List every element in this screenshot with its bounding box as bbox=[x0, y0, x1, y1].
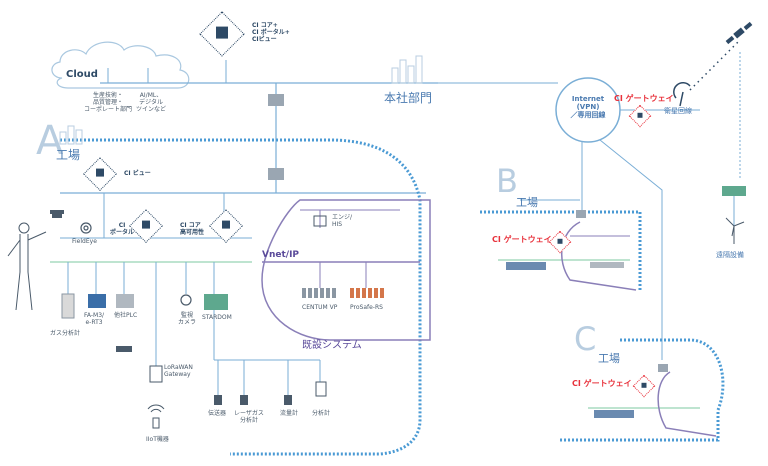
fam3-device bbox=[88, 294, 106, 308]
prosafe-label: ProSafe-RS bbox=[350, 304, 383, 311]
gateway-top-icon bbox=[637, 112, 643, 118]
fam3-label: FA-M3/ e-RT3 bbox=[84, 312, 105, 326]
ci-view-label: CI ビュー bbox=[124, 170, 151, 177]
flowmeter-device bbox=[284, 395, 292, 405]
plc-label: 他社PLC bbox=[114, 312, 138, 319]
laser-label: レーザガス 分析計 bbox=[234, 410, 264, 424]
drone-icon bbox=[50, 210, 64, 218]
ci-portal-label: CI ポータル bbox=[110, 222, 135, 236]
analyzer-device bbox=[315, 381, 327, 397]
factory-c-boundary bbox=[560, 338, 725, 442]
factory-b-boundary bbox=[480, 210, 642, 290]
prosafe-rs-device bbox=[350, 288, 384, 298]
factory-c-existing-shape bbox=[657, 371, 717, 437]
factory-a-letter: A bbox=[36, 118, 64, 164]
iiot-wireless-icon bbox=[147, 404, 165, 429]
cloud-title: Cloud bbox=[66, 69, 98, 80]
firewall-b bbox=[576, 210, 586, 218]
transmitter-label: 伝送器 bbox=[208, 410, 227, 417]
factory-a-building-icon bbox=[59, 125, 83, 145]
top-box-label: CI コア+ CI ポータル+ CIビュー bbox=[252, 22, 290, 43]
factory-b-existing-shape bbox=[561, 221, 637, 291]
existing-system-label: 既設システム bbox=[302, 340, 362, 351]
factory-c-devices bbox=[594, 410, 634, 418]
robot-operator-icon bbox=[7, 222, 47, 311]
cloud-right-label: AI/ML、 デジタル ツインなど bbox=[136, 92, 167, 113]
internet-label: Internet (VPN) ／専用回線 bbox=[570, 95, 606, 119]
ci-core-ha-label: CI コア 高可用性 bbox=[180, 222, 205, 236]
iiot-label: IIoT機器 bbox=[146, 436, 169, 443]
ci-core-ha-icon bbox=[222, 220, 230, 229]
factory-b-suffix: 工場 bbox=[516, 196, 538, 209]
hq-building-icon bbox=[391, 55, 423, 84]
laser-gas-device bbox=[240, 395, 248, 405]
factory-a-suffix: 工場 bbox=[56, 148, 81, 162]
satellite-label: 衛星回線 bbox=[664, 107, 692, 115]
ci-view-icon bbox=[96, 168, 104, 177]
vnet-label: Vnet/IP bbox=[262, 250, 300, 260]
ci-portal-icon bbox=[142, 220, 150, 229]
analyzer-label: 分析計 bbox=[312, 410, 331, 417]
existing-system-shape bbox=[261, 199, 431, 341]
eng-his-label: エンジ/ HIS bbox=[332, 214, 353, 228]
plc-device bbox=[116, 294, 134, 308]
cloud-shape bbox=[51, 41, 190, 89]
lorawan-device bbox=[149, 365, 163, 383]
factory-b-existing-devices bbox=[590, 262, 624, 268]
plc-sub-device bbox=[116, 346, 132, 352]
camera-label: 監視 カメラ bbox=[178, 312, 197, 326]
eng-his-device bbox=[313, 215, 327, 227]
firewall-a bbox=[268, 168, 284, 180]
gw-b-label: CI ゲートウェイ bbox=[492, 235, 552, 244]
stardom-device bbox=[204, 294, 228, 310]
gateway-c-icon bbox=[641, 382, 647, 388]
gas-label: ガス分析計 bbox=[50, 330, 81, 337]
hq-label: 本社部門 bbox=[384, 91, 433, 105]
satellite-icon bbox=[725, 21, 753, 45]
transmitter-device bbox=[214, 395, 222, 405]
cloud-left-label: 生産技術・ 品質管理・ コーポレート部門 bbox=[84, 92, 133, 113]
firewall-c bbox=[658, 364, 668, 372]
remote-label: 遠隔設備 bbox=[716, 251, 744, 259]
remote-device bbox=[722, 186, 746, 196]
gas-analyzer-device bbox=[61, 293, 75, 319]
factory-c-letter: C bbox=[574, 320, 597, 358]
centum-label: CENTUM VP bbox=[302, 304, 338, 311]
flow-label: 流量計 bbox=[280, 410, 299, 417]
factory-b-devices bbox=[506, 262, 546, 270]
gateway-b-icon bbox=[557, 238, 563, 244]
satellite-dish-icon bbox=[673, 82, 691, 107]
ci-core-icon bbox=[216, 26, 228, 39]
gw-c-label: CI ゲートウェイ bbox=[572, 379, 632, 388]
factory-c-suffix: 工場 bbox=[598, 352, 620, 365]
fieldeye-label: FieldEye bbox=[72, 238, 97, 245]
lorawan-label: LoRaWAN Gateway bbox=[164, 364, 193, 378]
gw-top-label: CI ゲートウェイ bbox=[614, 94, 674, 103]
factory-b-letter: B bbox=[496, 162, 518, 200]
firewall-hq bbox=[268, 94, 284, 106]
camera-device bbox=[180, 294, 192, 306]
fieldeye-icon bbox=[80, 222, 92, 234]
centum-vp-device bbox=[302, 288, 336, 298]
stardom-label: STARDOM bbox=[202, 314, 232, 321]
wind-turbine-icon bbox=[725, 217, 745, 244]
